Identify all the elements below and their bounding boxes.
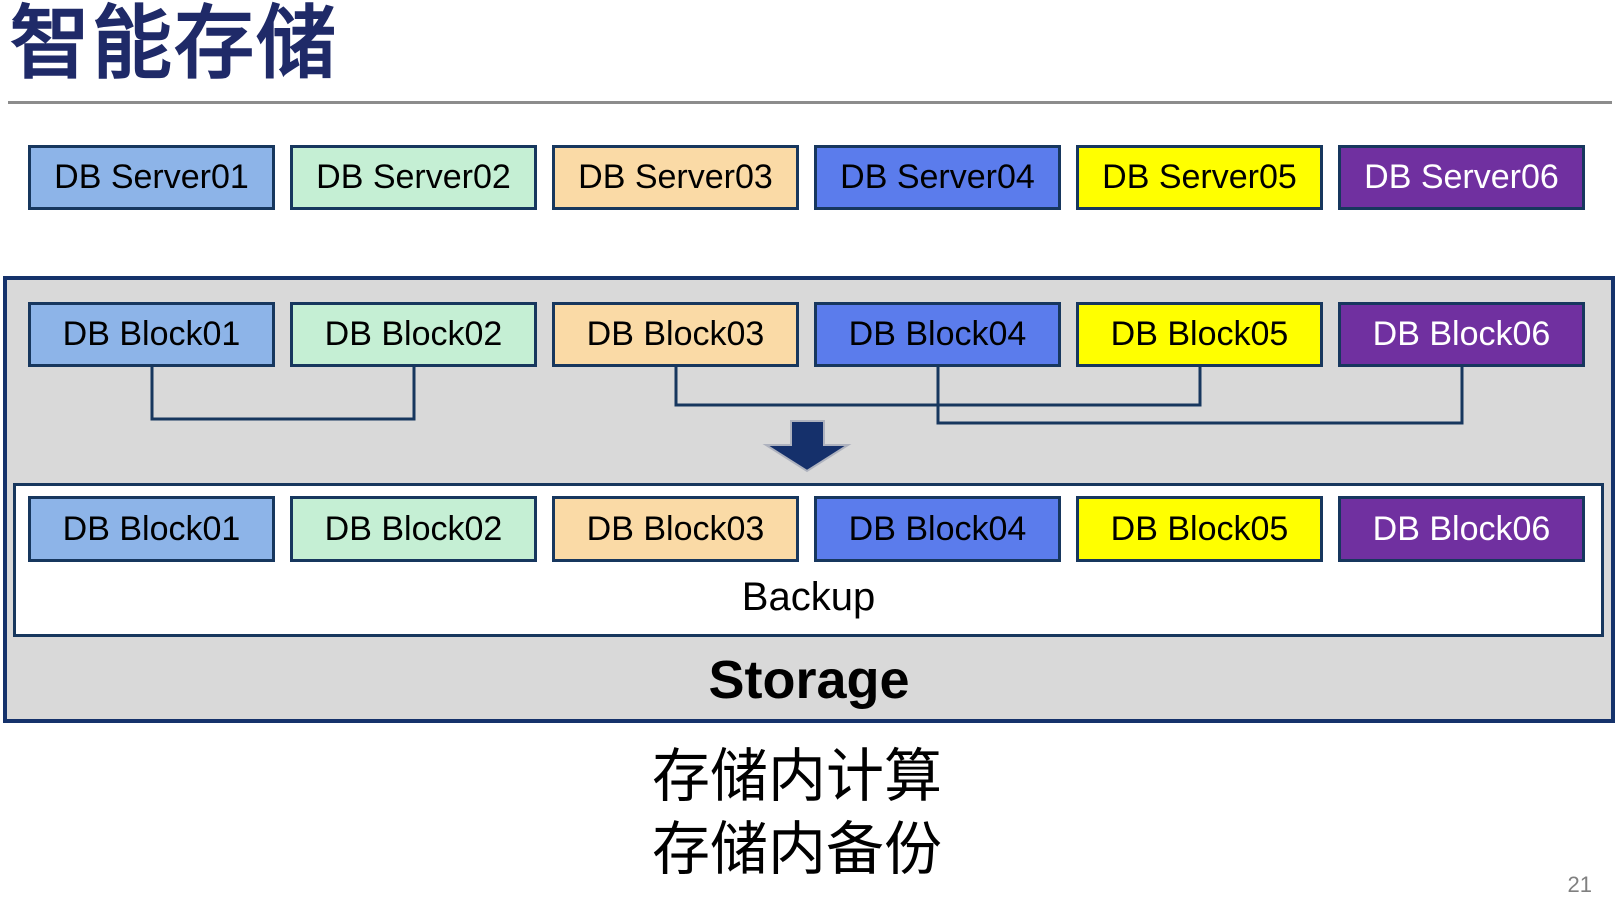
db-block-top-03: DB Block03 — [552, 302, 799, 367]
db-block-row-top: DB Block01 DB Block02 DB Block03 DB Bloc… — [28, 302, 1585, 367]
db-server-box-05: DB Server05 — [1076, 145, 1323, 210]
db-server-row: DB Server01 DB Server02 DB Server03 DB S… — [28, 145, 1585, 210]
db-server-box-06: DB Server06 — [1338, 145, 1585, 210]
storage-label: Storage — [708, 650, 910, 710]
title-divider — [8, 101, 1612, 104]
db-block-top-06: DB Block06 — [1338, 302, 1585, 367]
db-server-box-04: DB Server04 — [814, 145, 1061, 210]
db-block-top-05: DB Block05 — [1076, 302, 1323, 367]
db-server-box-02: DB Server02 — [290, 145, 537, 210]
db-block-bottom-03: DB Block03 — [552, 496, 799, 562]
caption-line-1: 存储内计算 — [652, 744, 943, 809]
db-server-box-03: DB Server03 — [552, 145, 799, 210]
db-server-box-01: DB Server01 — [28, 145, 275, 210]
db-block-bottom-01: DB Block01 — [28, 496, 275, 562]
db-block-bottom-05: DB Block05 — [1076, 496, 1323, 562]
db-block-top-02: DB Block02 — [290, 302, 537, 367]
caption-line-2: 存储内备份 — [652, 817, 943, 882]
db-block-bottom-02: DB Block02 — [290, 496, 537, 562]
db-block-top-04: DB Block04 — [814, 302, 1061, 367]
db-block-row-bottom: DB Block01 DB Block02 DB Block03 DB Bloc… — [28, 496, 1585, 562]
page-number: 21 — [1567, 872, 1592, 897]
slide-title: 智能存储 — [10, 0, 338, 88]
db-block-bottom-04: DB Block04 — [814, 496, 1061, 562]
db-block-bottom-06: DB Block06 — [1338, 496, 1585, 562]
backup-label: Backup — [741, 574, 876, 619]
caption-text: 存储内计算 存储内备份 — [652, 740, 942, 886]
db-block-top-01: DB Block01 — [28, 302, 275, 367]
